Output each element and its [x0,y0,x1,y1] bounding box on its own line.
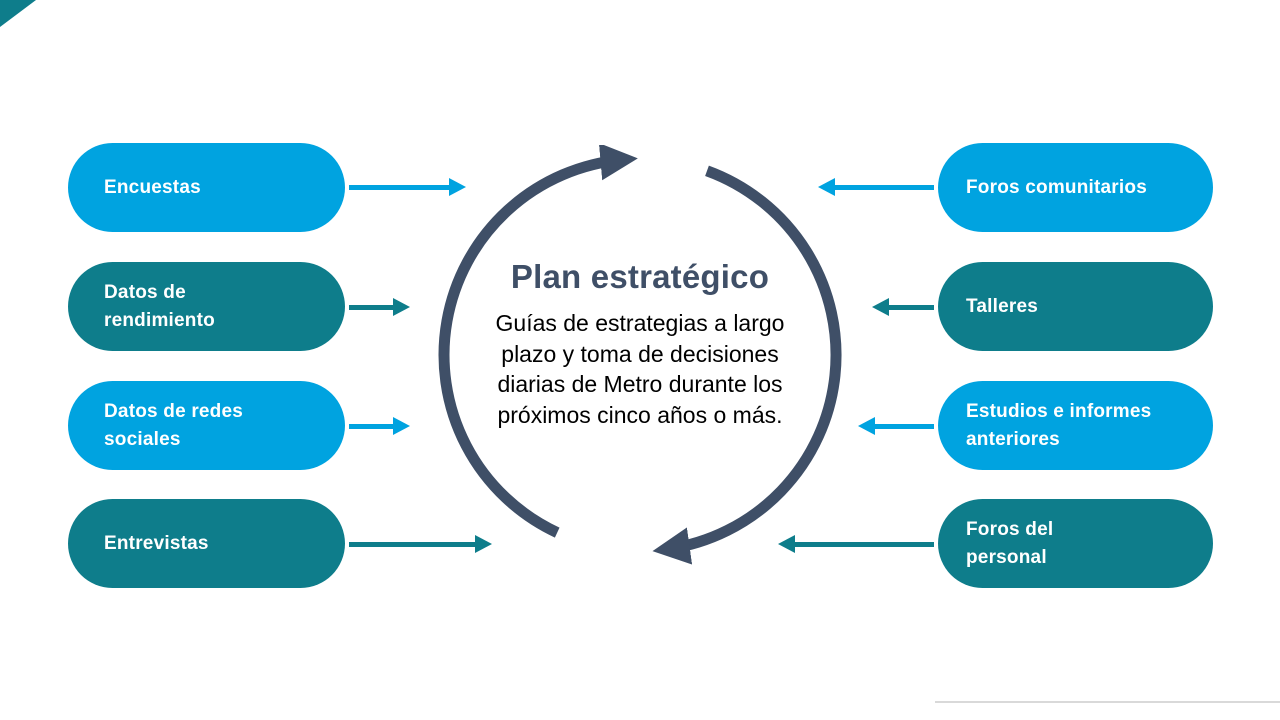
arrow-from-estudios-e-informes-bar [875,423,934,429]
center-title: Plan estratégico [510,258,770,295]
corner-accent-triangle [0,0,36,27]
pill-entrevistas: Entrevistas [68,499,345,588]
pill-estudios-e-informes-label: Estudios e informes anteriores [966,400,1152,450]
pill-datos-de-redes-sociales-label: Datos de redes sociales [104,400,244,450]
center-description: Guías de estrategias a largo plazo y tom… [495,310,785,428]
arrow-from-foros-del-personal-bar [795,541,934,547]
arrow-from-talleres-bar [889,304,934,310]
arrow-from-encuestas [349,178,466,196]
arrow-from-entrevistas [349,535,492,553]
pill-estudios-e-informes: Estudios e informes anteriores [938,381,1213,470]
arrow-from-talleres [872,298,934,316]
pill-talleres-label: Talleres [966,295,1039,317]
arrow-from-estudios-e-informes [858,417,934,435]
arrow-from-foros-del-personal-head-icon [778,535,795,553]
arrow-from-datos-de-redes-sociales-head-icon [393,417,410,435]
pill-entrevistas-label: Entrevistas [104,532,209,554]
pill-datos-de-redes-sociales: Datos de redes sociales [68,381,345,470]
footer-divider-line [935,701,1280,703]
arrow-from-foros-comunitarios [818,178,934,196]
pill-datos-de-rendimiento: Datos de rendimiento [68,262,345,351]
arrow-from-foros-comunitarios-head-icon [818,178,835,196]
arrow-from-foros-del-personal [778,535,934,553]
arrow-from-datos-de-rendimiento-bar [349,304,393,310]
pill-encuestas: Encuestas [68,143,345,232]
pill-foros-del-personal: Foros del personal [938,499,1213,588]
cycle-arc-left [438,145,638,538]
cycle-circle [438,145,842,565]
arrow-from-entrevistas-head-icon [475,535,492,553]
arrow-from-encuestas-bar [349,184,449,190]
arrow-from-talleres-head-icon [872,298,889,316]
arrow-from-datos-de-redes-sociales [349,417,410,435]
pill-encuestas-label: Encuestas [104,176,201,198]
pill-foros-comunitarios: Foros comunitarios [938,143,1213,232]
center-text-block: Plan estratégico Guías de estrategias a … [460,258,820,430]
pill-talleres: Talleres [938,262,1213,351]
pill-datos-de-rendimiento-label: Datos de rendimiento [104,281,215,331]
cycle-arc-right [652,165,842,565]
arrow-from-estudios-e-informes-head-icon [858,417,875,435]
arrow-from-entrevistas-bar [349,541,475,547]
pill-foros-del-personal-label: Foros del personal [966,518,1054,568]
arrow-from-foros-comunitarios-bar [835,184,934,190]
arrow-from-datos-de-redes-sociales-bar [349,423,393,429]
arrow-from-datos-de-rendimiento-head-icon [393,298,410,316]
arrow-from-datos-de-rendimiento [349,298,410,316]
pill-foros-comunitarios-label: Foros comunitarios [966,176,1147,198]
arrow-from-encuestas-head-icon [449,178,466,196]
